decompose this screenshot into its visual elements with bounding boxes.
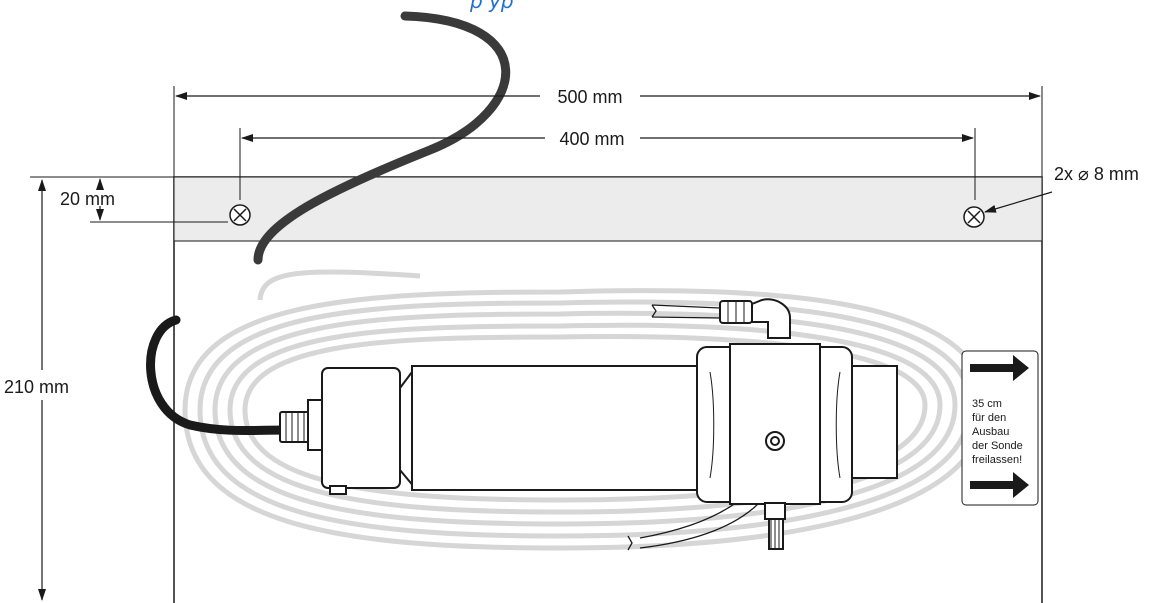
coiled-cable xyxy=(182,269,988,551)
clearance-label: 35 cm für den Ausbau der Sonde freilasse… xyxy=(961,350,1039,506)
bottom-fitting xyxy=(764,502,786,520)
mounting-screw-icon xyxy=(963,206,985,228)
clearance-label-line: freilassen! xyxy=(972,454,1022,466)
probe-cable xyxy=(253,11,511,265)
dimension-height-total-label: 210 mm xyxy=(4,377,69,397)
dimension-hole-spacing: 400 mm xyxy=(239,128,976,200)
dimension-width-total: 500 mm xyxy=(173,86,1043,177)
probe-cable-loop xyxy=(146,315,290,436)
arrow-right-icon xyxy=(970,472,1029,498)
dimension-holes-label: 2x ⌀ 8 mm xyxy=(1054,164,1139,184)
clearance-label-line: der Sonde xyxy=(972,440,1023,452)
probe-body xyxy=(411,365,698,491)
probe-head xyxy=(321,367,401,489)
dimension-hole-spacing-label: 400 mm xyxy=(559,129,624,149)
clearance-label-line: Ausbau xyxy=(972,426,1009,438)
flow-cell-outlet xyxy=(851,365,898,479)
dimension-height-total: 210 mm xyxy=(4,176,174,601)
title-fragment: p yp xyxy=(469,0,514,13)
arrow-right-icon xyxy=(970,355,1029,381)
clearance-label-line: für den xyxy=(972,412,1006,424)
dimension-top-offset-label: 20 mm xyxy=(60,189,115,209)
dimension-width-total-label: 500 mm xyxy=(557,87,622,107)
plate-top-band xyxy=(173,176,1043,242)
clearance-label-line: 35 cm xyxy=(972,398,1002,410)
cable-gland xyxy=(279,411,311,443)
mounting-screw-icon xyxy=(229,204,251,226)
dimension-holes: 2x ⌀ 8 mm xyxy=(984,164,1139,213)
probe-assembly xyxy=(279,298,898,550)
elbow-fitting xyxy=(751,298,791,339)
